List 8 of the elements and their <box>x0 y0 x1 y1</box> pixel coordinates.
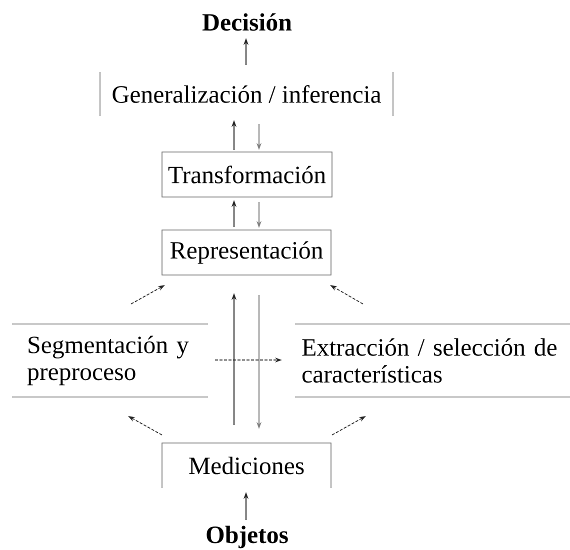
process-box: Mediciones <box>162 442 332 488</box>
decision-label: Decisión <box>202 13 292 31</box>
process-box: Transformación <box>162 152 332 198</box>
process-box: Generalización / inferencia <box>100 72 394 116</box>
process-box: Segmentación y preproceso <box>12 324 208 398</box>
objects-label: Objetos <box>206 526 288 548</box>
process-box: Extracción / selección de características <box>294 324 570 398</box>
process-box: Representación <box>162 230 332 276</box>
